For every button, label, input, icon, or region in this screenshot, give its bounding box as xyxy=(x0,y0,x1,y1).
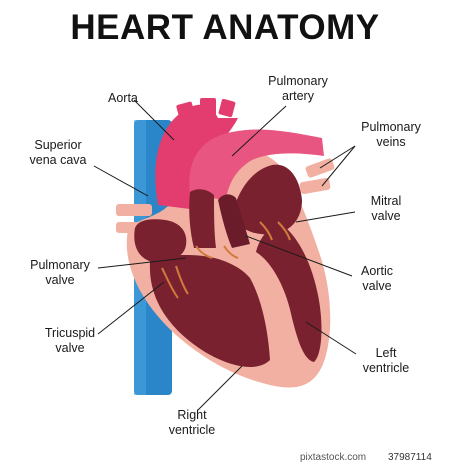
label-aorta: Aorta xyxy=(108,91,138,106)
left-atrium-chamber xyxy=(232,164,302,235)
label-superior-vena-cava-line2: vena cava xyxy=(29,153,87,167)
leader-lines xyxy=(93,99,357,411)
septum xyxy=(252,262,286,352)
valve-strands xyxy=(161,221,291,299)
label-mitral-valve-line1: Mitral xyxy=(370,194,402,208)
label-left-ventricle-line2: ventricle xyxy=(362,361,410,375)
label-mitral-valve-line2: valve xyxy=(371,209,401,223)
label-tricuspid-valve-line1: Tricuspid xyxy=(44,326,96,340)
label-left-ventricle: Left ventricle xyxy=(356,346,416,376)
label-right-ventricle-line2: ventricle xyxy=(168,423,216,437)
label-pulmonary-artery-line2: artery xyxy=(282,89,314,103)
label-right-ventricle: Right ventricle xyxy=(160,408,224,438)
left-ventricle-chamber xyxy=(256,225,322,362)
label-pulmonary-veins: Pulmonary veins xyxy=(355,120,427,150)
label-pulmonary-valve: Pulmonary valve xyxy=(22,258,98,288)
label-aortic-valve: Aortic valve xyxy=(352,264,402,294)
label-tricuspid-valve-line2: valve xyxy=(55,341,85,355)
watermark-id: 37987114 xyxy=(388,452,432,463)
right-atrium-chamber xyxy=(134,219,187,262)
right-ventricle-chamber xyxy=(149,255,270,367)
label-pulmonary-valve-line1: Pulmonary xyxy=(30,258,90,272)
pulmonary-artery-vessel xyxy=(189,129,324,200)
label-pulmonary-veins-line2: veins xyxy=(376,135,406,149)
label-left-ventricle-line1: Left xyxy=(375,346,397,360)
page-title: HEART ANATOMY xyxy=(70,8,380,47)
label-aorta-line1: Aorta xyxy=(108,91,138,105)
label-aortic-valve-line1: Aortic xyxy=(361,264,393,278)
aortic-trunk-interior xyxy=(189,189,216,248)
watermark-site: pixtastock.com xyxy=(300,452,367,463)
label-pulmonary-valve-line2: valve xyxy=(45,273,75,287)
label-aortic-valve-line2: valve xyxy=(362,279,392,293)
label-pulmonary-veins-line1: Pulmonary xyxy=(361,120,421,134)
label-superior-vena-cava: Superior vena cava xyxy=(18,138,98,168)
label-mitral-valve: Mitral valve xyxy=(360,194,412,224)
label-tricuspid-valve: Tricuspid valve xyxy=(36,326,104,356)
label-pulmonary-artery: Pulmonary artery xyxy=(263,74,333,104)
label-superior-vena-cava-line1: Superior xyxy=(34,138,82,152)
label-pulmonary-artery-line1: Pulmonary xyxy=(268,74,328,88)
pulmonary-trunk-interior xyxy=(218,194,250,248)
label-right-ventricle-line1: Right xyxy=(177,408,207,422)
